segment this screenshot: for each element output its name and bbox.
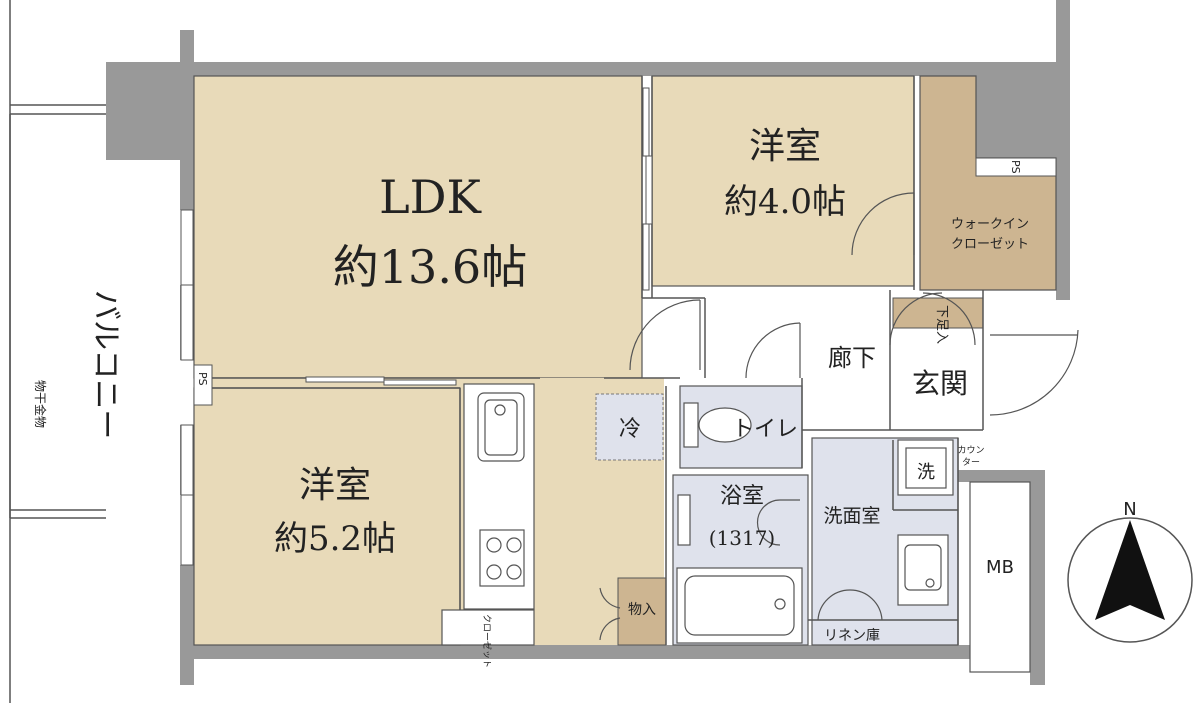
ps-top-label: PS — [1009, 160, 1022, 174]
labels: LDK 約13.6帖 洋室 約4.0帖 洋室 約5.2帖 ウォークイン クローゼ… — [33, 126, 1137, 668]
shoe-box-label: 下足入 — [934, 305, 949, 344]
sliding-doors-w1 — [642, 87, 653, 291]
western1-name-label: 洋室 — [749, 126, 821, 167]
doors — [599, 192, 1079, 641]
western1-size-label: 約4.0帖 — [724, 182, 846, 222]
walkin-label-1: ウォークイン — [951, 217, 1029, 232]
mb-label: MB — [986, 557, 1014, 578]
walkin-label-2: クローゼット — [951, 237, 1029, 252]
counter-label-2: ター — [962, 457, 980, 468]
bathroom-label: 浴室 — [720, 484, 764, 509]
washer-label: 洗 — [917, 462, 935, 483]
left-windows — [180, 209, 194, 566]
western2-name-label: 洋室 — [299, 465, 371, 506]
entrance-label: 玄関 — [912, 367, 968, 400]
western2-size-label: 約5.2帖 — [274, 519, 396, 559]
closet-small-label: クローゼット — [481, 614, 493, 668]
hallway-label: 廊下 — [828, 344, 876, 372]
ps-left-label: PS — [196, 372, 209, 386]
ldk-name-label: LDK — [379, 170, 482, 224]
balcony — [9, 0, 106, 703]
ps-top-box — [975, 157, 1057, 177]
clothes-hanger-label: 物干金物 — [33, 380, 48, 428]
bathroom-size-label: (1317) — [709, 526, 776, 550]
walls — [106, 0, 1070, 685]
toilet-fixture — [683, 402, 752, 448]
balcony-label: バルコニー — [88, 290, 123, 439]
mb-box — [969, 481, 1031, 673]
ps-left-box — [193, 364, 213, 406]
fridge-label: 冷 — [619, 417, 641, 442]
ldk-size-label: 約13.6帖 — [333, 240, 527, 294]
linen-label: リネン庫 — [824, 627, 880, 644]
washroom-fixtures — [897, 439, 954, 606]
compass — [1067, 517, 1193, 643]
washroom-label: 洗面室 — [823, 505, 880, 527]
storage-label: 物入 — [628, 602, 656, 618]
toilet-label: トイレ — [732, 417, 798, 442]
compass-north-label: N — [1123, 499, 1136, 520]
kitchen-counter — [441, 383, 535, 646]
sliding-doors-w2 — [305, 376, 457, 386]
bathtub — [676, 494, 803, 644]
counter-label-1: カウン — [957, 445, 984, 456]
